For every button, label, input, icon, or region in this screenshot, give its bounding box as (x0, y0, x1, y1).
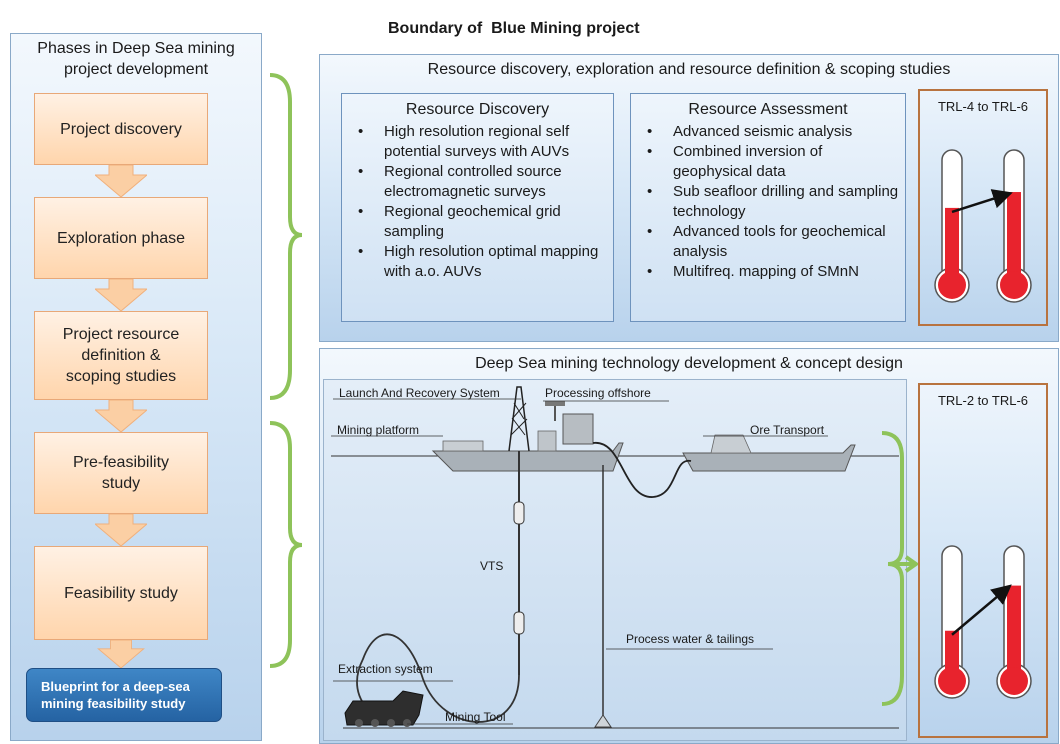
step-pre-feasibility: Pre-feasibility study (34, 432, 208, 514)
list-item: Advanced seismic analysis (647, 122, 905, 142)
mining-scene-drawing (331, 386, 899, 729)
label-vts: VTS (480, 559, 504, 573)
trl-label-bottom: TRL-2 to TRL-6 (937, 393, 1029, 408)
step-label: Exploration phase (56, 229, 186, 247)
label-ore-transport: Ore Transport (750, 423, 825, 437)
thermometer-pair-bottom (934, 545, 1032, 699)
trl-label-top: TRL-4 to TRL-6 (937, 99, 1029, 114)
list-item: High resolution regional self potential … (358, 122, 613, 162)
down-arrow-icon (95, 279, 147, 311)
mining-tool-icon (344, 690, 424, 726)
down-arrow-icon (95, 514, 147, 546)
ore-ship-icon (682, 444, 856, 472)
thermometer-icon (996, 545, 1032, 699)
label-processing: Processing offshore (545, 386, 651, 400)
resource-section-title: Resource discovery, exploration and reso… (427, 61, 951, 78)
trl-arrow (951, 189, 1013, 214)
step-label: Feasibility study (64, 584, 178, 602)
step-resource-definition: Project resource definition & scoping st… (34, 311, 208, 400)
thermometer-icon (934, 545, 970, 699)
trl-box-top: TRL-4 to TRL-6 (918, 89, 1048, 326)
list-item: Sub seafloor drilling and sampling techn… (647, 182, 905, 222)
list-item: Regional controlled source electromagnet… (358, 162, 613, 202)
down-arrow-icon (95, 400, 147, 432)
trl-box-bottom: TRL-2 to TRL-6 (918, 383, 1048, 738)
step-label: Project resource definition & scoping st… (62, 326, 180, 385)
step-feasibility: Feasibility study (34, 546, 208, 640)
resource-discovery-box: Resource Discovery High resolution regio… (341, 93, 614, 322)
label-lars: Launch And Recovery System (339, 386, 500, 400)
step-project-discovery: Project discovery (34, 93, 208, 165)
label-process-water: Process water & tailings (626, 632, 755, 646)
bracket-bottom (269, 421, 303, 668)
trl-arrow (951, 584, 1012, 636)
phases-header: Phases in Deep Sea mining project develo… (37, 40, 235, 78)
bracket-top (269, 73, 303, 400)
thermometer-icon (996, 149, 1032, 303)
step-exploration-phase: Exploration phase (34, 197, 208, 279)
down-arrow-icon (95, 165, 147, 197)
list-item: High resolution optimal mapping with a.o… (358, 242, 613, 282)
resource-discovery-title: Resource Discovery (405, 101, 550, 118)
resource-assessment-title: Resource Assessment (688, 101, 848, 118)
label-extraction: Extraction system (338, 662, 433, 676)
resource-discovery-list: High resolution regional self potential … (342, 122, 613, 282)
label-platform: Mining platform (337, 423, 420, 437)
page-title: Boundary of Blue Mining project (388, 20, 640, 37)
list-item: Advanced tools for geochemical analysis (647, 222, 905, 262)
blueprint-label: Blueprint for a deep-sea mining feasibil… (41, 679, 190, 711)
resource-assessment-list: Advanced seismic analysis Combined inver… (631, 122, 905, 282)
technology-section-title: Deep Sea mining technology development &… (475, 355, 903, 372)
label-mining-tool: Mining Tool (445, 710, 506, 724)
step-label: Project discovery (60, 120, 182, 138)
ship-icon (431, 442, 624, 472)
blueprint-box: Blueprint for a deep-sea mining feasibil… (26, 668, 222, 722)
bracket-right (881, 431, 918, 706)
list-item: Combined inversion of geophysical data (647, 142, 905, 182)
down-arrow-icon (97, 640, 145, 668)
thermometer-pair-top (934, 149, 1032, 303)
list-item: Regional geochemical grid sampling (358, 202, 613, 242)
thermometer-icon (934, 149, 970, 303)
step-label: Pre-feasibility study (72, 454, 170, 492)
resource-assessment-box: Resource Assessment Advanced seismic ana… (630, 93, 906, 322)
list-item: Multifreq. mapping of SMnN (647, 262, 905, 282)
